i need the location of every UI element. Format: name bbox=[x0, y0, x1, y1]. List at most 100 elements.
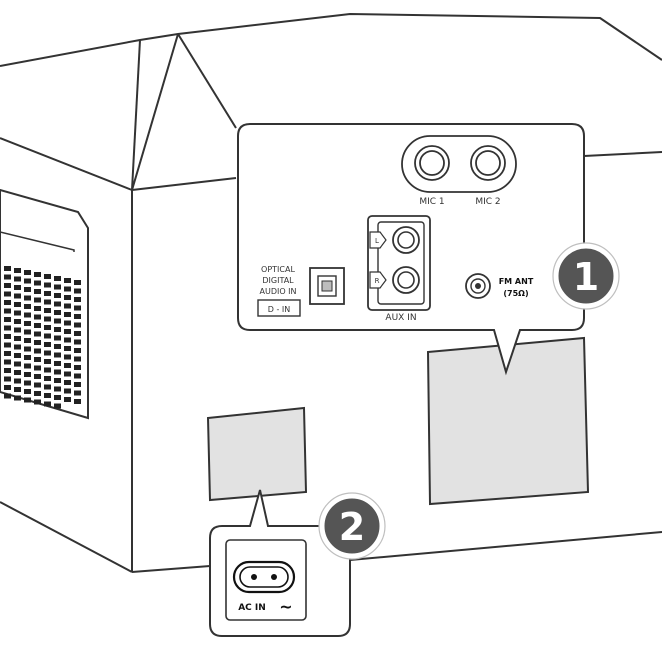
connector-panel-1: MIC 1 MIC 2 L R AUX IN OPTICAL DIGITAL bbox=[237, 123, 585, 376]
grille-hole bbox=[74, 288, 81, 294]
grille-hole bbox=[14, 268, 21, 273]
mic-2-jack[interactable] bbox=[470, 145, 506, 181]
grille-hole bbox=[4, 351, 11, 356]
grille-hole bbox=[14, 302, 21, 307]
grille-hole bbox=[54, 327, 61, 332]
grille-hole bbox=[44, 384, 51, 390]
cabinet-top-edge bbox=[0, 13, 662, 67]
fm-antenna-group: FM ANT (75Ω) bbox=[465, 273, 534, 299]
cabinet-front-bottom-edge-right bbox=[349, 531, 662, 561]
grille-hole bbox=[54, 352, 61, 358]
badge-1-number: 1 bbox=[573, 255, 599, 299]
grille-hole bbox=[24, 363, 31, 369]
connector-panel-2: AC IN ~ bbox=[209, 489, 351, 637]
grille-hole bbox=[64, 320, 71, 326]
aux-in-label: AUX IN bbox=[385, 313, 416, 323]
grille-hole bbox=[64, 286, 71, 292]
grille-hole bbox=[44, 299, 51, 305]
grille-hole bbox=[4, 308, 11, 314]
grille-hole bbox=[14, 387, 21, 392]
grille-hole bbox=[34, 280, 41, 286]
panel-1-location bbox=[426, 336, 590, 506]
grille-hole bbox=[34, 340, 41, 345]
aux-right-jack[interactable] bbox=[392, 266, 420, 294]
aux-left-jack[interactable] bbox=[392, 226, 420, 254]
grille-hole bbox=[14, 285, 21, 290]
grille-hole bbox=[24, 355, 31, 360]
fm-antenna-terminal[interactable] bbox=[465, 273, 491, 299]
grille-hole bbox=[14, 370, 21, 375]
grille-hole bbox=[74, 331, 81, 336]
optical-port[interactable] bbox=[309, 267, 345, 305]
grille-hole bbox=[64, 295, 71, 300]
grille-hole bbox=[54, 310, 61, 315]
grille-hole bbox=[4, 334, 11, 339]
grille-hole bbox=[4, 393, 11, 399]
grille-hole bbox=[14, 327, 21, 333]
grille-hole bbox=[44, 393, 51, 398]
grille-hole bbox=[64, 346, 71, 351]
grille-hole bbox=[34, 399, 41, 405]
grille-hole bbox=[34, 357, 41, 362]
grille-hole bbox=[54, 284, 61, 290]
cabinet-outline bbox=[0, 13, 662, 573]
grille-hole bbox=[34, 314, 41, 320]
grille-hole bbox=[54, 386, 61, 392]
grille-hole bbox=[54, 276, 61, 281]
grille-hole bbox=[44, 282, 51, 288]
aux-in-inner bbox=[377, 221, 425, 305]
grille-hole bbox=[54, 361, 61, 366]
optical-label-line-1: OPTICAL bbox=[261, 265, 295, 274]
grille-hole bbox=[24, 338, 31, 343]
grille-hole bbox=[54, 318, 61, 324]
grille-hole bbox=[44, 359, 51, 364]
grille-hole bbox=[24, 389, 31, 394]
grille-hole bbox=[74, 339, 81, 345]
grille-hole bbox=[24, 346, 31, 352]
grille-hole bbox=[4, 325, 11, 331]
grille-hole bbox=[54, 301, 61, 307]
grille-hole bbox=[14, 378, 21, 384]
grille-hole bbox=[14, 310, 21, 316]
grille-hole bbox=[54, 335, 61, 341]
grille-hole bbox=[74, 399, 81, 404]
grille-hole bbox=[34, 306, 41, 311]
optical-label-line-3: AUDIO IN bbox=[259, 287, 296, 296]
ac-inlet-socket[interactable] bbox=[232, 560, 296, 594]
grille-hole bbox=[74, 314, 81, 319]
grille-hole bbox=[34, 297, 41, 303]
grille-hole bbox=[74, 348, 81, 353]
grille-hole bbox=[4, 283, 11, 288]
vent-inner-lip bbox=[0, 231, 75, 252]
cabinet-top-fold-right bbox=[131, 33, 179, 191]
mic-jack-group: MIC 1 MIC 2 bbox=[401, 135, 517, 207]
grille-hole bbox=[64, 278, 71, 283]
grille-hole bbox=[74, 356, 81, 362]
aux-right-label: R bbox=[375, 277, 380, 285]
cabinet-left-top-edge bbox=[0, 137, 133, 191]
grille-hole bbox=[74, 390, 81, 396]
aux-right-tag bbox=[369, 271, 387, 289]
cabinet-front-bottom-edge bbox=[131, 565, 211, 573]
mic-1-jack[interactable] bbox=[414, 145, 450, 181]
grille-hole bbox=[34, 289, 41, 294]
vent-grille bbox=[4, 266, 81, 409]
callout-badge-1: 1 bbox=[552, 242, 620, 310]
grille-hole bbox=[24, 329, 31, 335]
grille-hole bbox=[4, 342, 11, 348]
grille-hole bbox=[24, 397, 31, 403]
badge-2-number: 2 bbox=[339, 505, 365, 549]
grille-hole bbox=[44, 367, 51, 373]
grille-hole bbox=[34, 382, 41, 388]
grille-hole bbox=[14, 353, 21, 358]
grille-hole bbox=[74, 305, 81, 311]
cabinet-top-right-slope bbox=[177, 33, 237, 129]
grille-hole bbox=[44, 325, 51, 330]
grille-hole bbox=[44, 316, 51, 322]
grille-hole bbox=[34, 374, 41, 379]
grille-hole bbox=[54, 293, 61, 298]
callout-badge-2: 2 bbox=[318, 492, 386, 560]
grille-hole bbox=[24, 278, 31, 284]
grille-hole bbox=[4, 376, 11, 382]
